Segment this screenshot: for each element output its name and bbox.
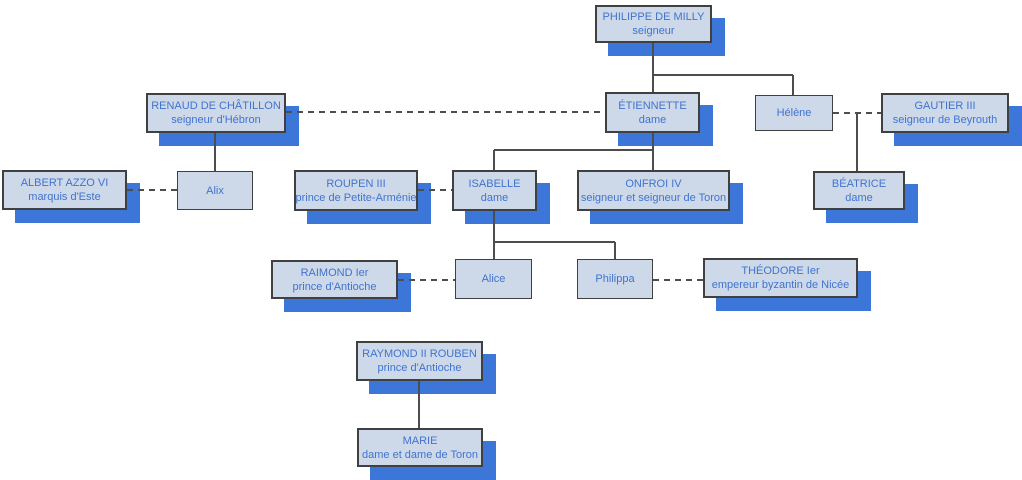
marriage-dashed-line bbox=[653, 279, 703, 281]
person-name: ÉTIENNETTE bbox=[618, 99, 687, 112]
marriage-dashed-line bbox=[418, 189, 452, 191]
descent-line bbox=[493, 211, 495, 259]
person-name: ALBERT AZZO VI bbox=[20, 177, 109, 189]
descent-line bbox=[856, 113, 858, 171]
descent-line bbox=[494, 149, 653, 151]
descent-line bbox=[614, 242, 616, 259]
person-node-philippa[interactable]: Philippa bbox=[577, 259, 653, 299]
person-title: dame et dame de Toron bbox=[362, 448, 478, 461]
person-title: seigneur de Beyrouth bbox=[892, 114, 998, 126]
person-node-theodore-ier[interactable]: THÉODORE Ier empereur byzantin de Nicée bbox=[703, 258, 858, 298]
person-name: RAIMOND Ier bbox=[300, 266, 369, 279]
person-name: ONFROI IV bbox=[625, 177, 682, 190]
person-title: empereur byzantin de Nicée bbox=[711, 279, 850, 291]
person-title: seigneur bbox=[632, 25, 675, 37]
person-title: prince d'Antioche bbox=[377, 362, 462, 374]
person-name: Alice bbox=[481, 273, 506, 285]
person-name: PHILIPPE DE MILLY bbox=[602, 11, 705, 23]
person-title: dame bbox=[638, 113, 667, 126]
person-title: prince de Petite-Arménie bbox=[295, 191, 417, 204]
person-name: ISABELLE bbox=[468, 177, 521, 190]
person-title: dame bbox=[845, 191, 873, 204]
person-node-gautier-iii[interactable]: GAUTIER III seigneur de Beyrouth bbox=[881, 93, 1009, 133]
person-node-renaud-de-chatillon[interactable]: RENAUD DE CHÂTILLON seigneur d'Hébron bbox=[146, 93, 286, 133]
marriage-dashed-line bbox=[286, 111, 605, 113]
descent-line bbox=[418, 381, 420, 428]
marriage-dashed-line bbox=[127, 189, 177, 191]
person-node-alix[interactable]: Alix bbox=[177, 171, 253, 210]
person-node-helene[interactable]: Hélène bbox=[755, 95, 833, 131]
descent-line bbox=[493, 150, 495, 170]
descent-line bbox=[494, 241, 615, 243]
person-name: RAYMOND II ROUBEN bbox=[362, 348, 477, 360]
descent-line bbox=[652, 43, 654, 92]
descent-line bbox=[214, 133, 216, 171]
person-title: seigneur et seigneur de Toron bbox=[580, 191, 727, 204]
person-title: marquis d'Este bbox=[28, 191, 101, 203]
person-name: BÉATRICE bbox=[831, 177, 887, 190]
descent-line bbox=[652, 133, 654, 170]
person-title: dame bbox=[480, 191, 509, 204]
person-name: MARIE bbox=[402, 434, 438, 447]
person-node-philippe-de-milly[interactable]: PHILIPPE DE MILLY seigneur bbox=[595, 5, 712, 43]
person-title: seigneur d'Hébron bbox=[171, 114, 261, 126]
person-node-albert-azzo-vi[interactable]: ALBERT AZZO VI marquis d'Este bbox=[2, 170, 127, 210]
person-node-alice[interactable]: Alice bbox=[455, 259, 532, 299]
person-name: ROUPEN III bbox=[326, 177, 386, 190]
person-name: Hélène bbox=[776, 107, 812, 119]
person-name: THÉODORE Ier bbox=[741, 265, 820, 277]
descent-line bbox=[653, 74, 793, 76]
descent-line bbox=[792, 75, 794, 95]
person-title: prince d'Antioche bbox=[292, 280, 377, 293]
person-name: Alix bbox=[206, 184, 224, 197]
person-name: GAUTIER III bbox=[914, 100, 976, 112]
person-node-raymond-ii-rouben[interactable]: RAYMOND II ROUBEN prince d'Antioche bbox=[356, 341, 483, 381]
person-name: Philippa bbox=[595, 273, 635, 285]
person-name: RENAUD DE CHÂTILLON bbox=[151, 100, 281, 112]
marriage-dashed-line bbox=[398, 279, 455, 281]
